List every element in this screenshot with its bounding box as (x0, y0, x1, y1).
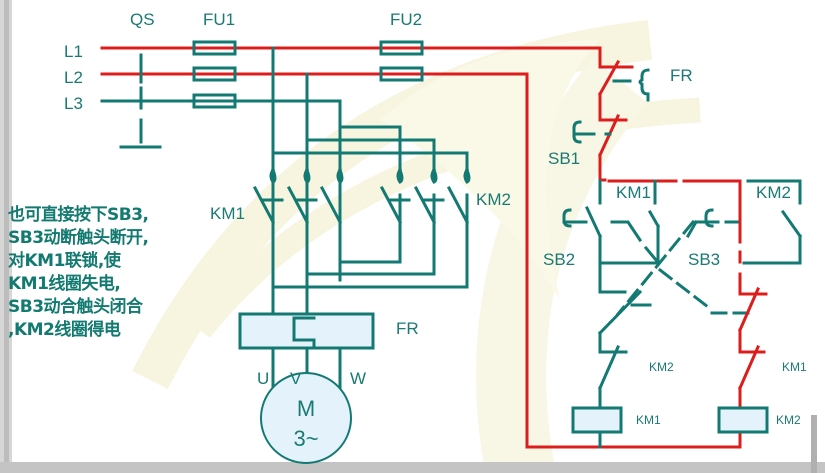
km1-aux-contact (598, 179, 661, 265)
bottom-frame-bar (0, 462, 825, 473)
km1-coil-label: KM1 (636, 413, 661, 427)
fr-heater-symbol (292, 316, 316, 348)
fr-actuator-symbol (612, 68, 650, 102)
km1-interlock-label: KM1 (782, 360, 807, 374)
km2-coil (717, 406, 769, 434)
km1-main-contacts (252, 185, 343, 225)
motor (260, 372, 352, 464)
annotation-text: 也可直接按下SB3, SB3动断触头断开, 对KM1联锁,使 KM1线圈失电, … (8, 204, 228, 342)
control-wire-top (598, 46, 634, 69)
fr-thermal-relay (238, 312, 375, 350)
km2-interlock-label: KM2 (649, 360, 674, 374)
km2-aux-label: KM2 (756, 183, 791, 202)
annotation-line: SB3动合触头闭合 (8, 297, 143, 317)
background-swirl-blob (380, 40, 600, 300)
sb2-label: SB2 (543, 250, 575, 269)
annotation-line: 对KM1联锁,使 (8, 251, 121, 271)
right-frame-bar (811, 415, 817, 473)
phase-v-label: V (290, 369, 302, 388)
mechanical-interlock-dashes (615, 219, 750, 317)
line-label-l3: L3 (64, 94, 83, 113)
fu2-fuses (379, 40, 424, 82)
sb1-button-symbol (572, 120, 612, 144)
annotation-line: ,KM2线圈得电 (8, 320, 121, 340)
km2-main-contacts (379, 185, 470, 225)
annotation-line: KM1线圈失电, (8, 274, 121, 294)
fu1-fuses (192, 40, 237, 109)
sb1-label: SB1 (548, 149, 580, 168)
km1-main-label: KM1 (210, 204, 245, 223)
km1-aux-label: KM1 (616, 183, 651, 202)
annotation-line: SB3动断触头断开, (8, 228, 149, 248)
control-circuit (525, 46, 803, 449)
fr-main-label: FR (396, 319, 419, 338)
main-circuit (100, 40, 602, 464)
annotation-line: 也可直接按下SB3, (8, 205, 149, 225)
line-label-l2: L2 (64, 68, 83, 87)
contactor-hooks (269, 167, 471, 184)
left-frame-bar-inner (4, 0, 9, 463)
km2-main-label: KM2 (476, 190, 511, 209)
phase-w-label: W (350, 369, 366, 388)
phase-u-label: U (257, 369, 269, 388)
km2-aux-contact (742, 179, 803, 265)
fu2-label: FU2 (390, 10, 422, 29)
sb3-button (685, 208, 740, 239)
fr-control-label: FR (670, 66, 693, 85)
fu1-label: FU1 (203, 10, 235, 29)
left-coil-branch (597, 289, 652, 449)
km1-coil (571, 406, 623, 434)
km2-coil-label: KM2 (776, 413, 801, 427)
fr-nc-contact (597, 59, 621, 97)
sb2-button (562, 206, 660, 294)
line-label-l1: L1 (64, 42, 83, 61)
motor-type-label: 3~ (293, 426, 318, 451)
motor-label: M (297, 396, 315, 421)
qs-label: QS (130, 10, 155, 29)
sb3-label: SB3 (688, 250, 720, 269)
qs-switch (119, 53, 162, 149)
right-red-branch (525, 72, 768, 449)
